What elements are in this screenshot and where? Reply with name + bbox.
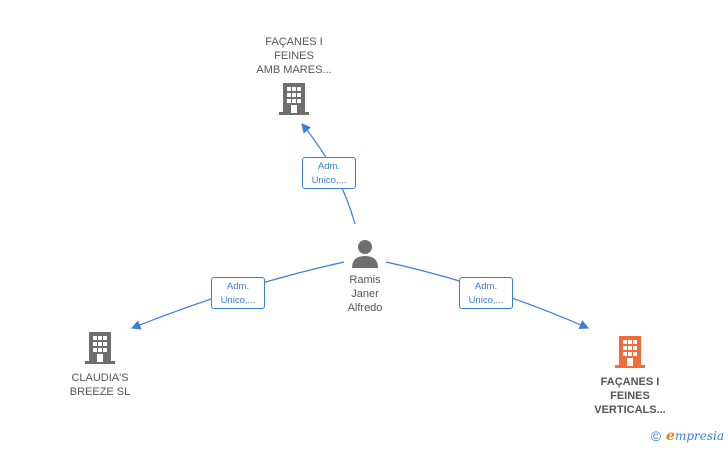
brand-initial: e — [666, 428, 675, 444]
building-icon — [615, 336, 645, 368]
edge-label-detail: Unico,... — [220, 295, 256, 306]
brand-name: mpresia — [674, 429, 724, 443]
edge-label-role: Adm. — [317, 161, 341, 172]
edge-label-top[interactable]: Adm. Unico,... — [302, 157, 356, 189]
edge-label-left[interactable]: Adm. Unico,... — [211, 277, 265, 309]
company-label-left: CLAUDIA'S BREEZE SL — [69, 372, 131, 398]
company-node-right[interactable]: FAÇANES I FEINES VERTICALS... — [570, 334, 690, 417]
company-label-top: FAÇANES I FEINES AMB MARES... — [256, 36, 332, 76]
building-icon — [85, 332, 115, 364]
person-node[interactable]: Ramis Janer Alfredo — [325, 238, 405, 315]
edge-label-detail: Unico,... — [311, 175, 347, 186]
building-icon — [279, 83, 309, 115]
edge-label-role: Adm. — [474, 281, 498, 292]
company-node-top[interactable]: FAÇANES I FEINES AMB MARES... — [234, 35, 354, 120]
edge-label-role: Adm. — [226, 281, 250, 292]
copyright-symbol: © — [650, 428, 662, 444]
brand-logo: empresia — [666, 428, 724, 444]
edge-label-right[interactable]: Adm. Unico,... — [459, 277, 513, 309]
person-icon — [352, 240, 378, 268]
edge-label-detail: Unico,... — [468, 295, 504, 306]
company-label-right: FAÇANES I FEINES VERTICALS... — [594, 376, 666, 416]
company-node-left[interactable]: CLAUDIA'S BREEZE SL — [40, 330, 160, 399]
footer-brand: © empresia — [651, 428, 724, 444]
person-label: Ramis Janer Alfredo — [347, 274, 383, 314]
